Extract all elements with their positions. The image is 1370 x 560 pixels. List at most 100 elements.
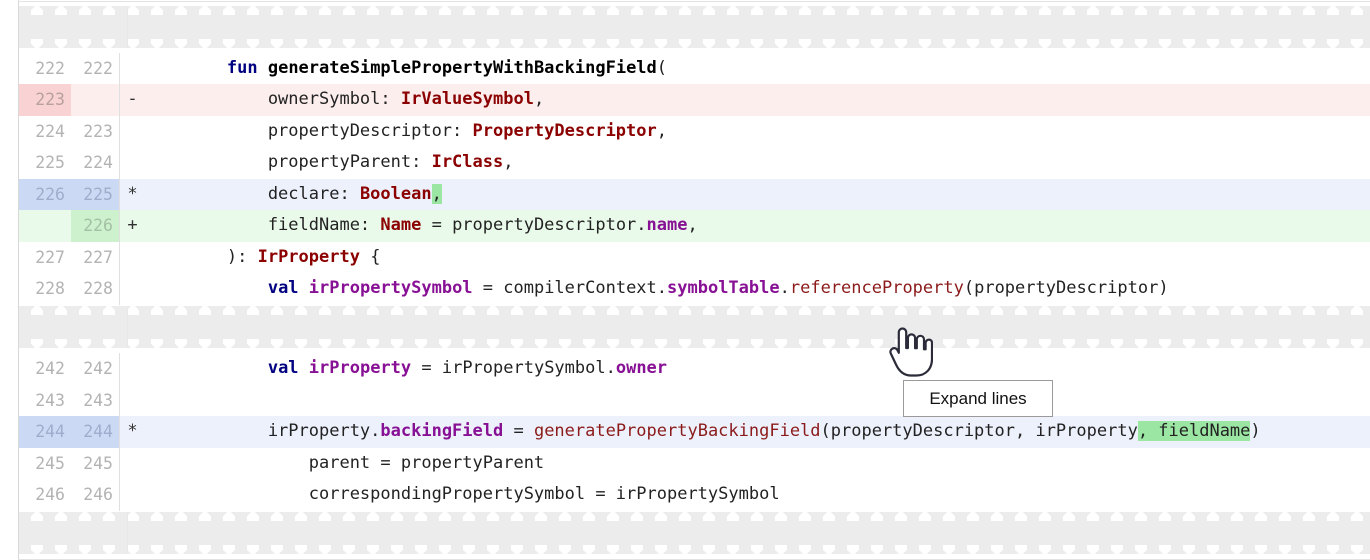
old-line-number: 242	[35, 359, 65, 378]
code-token: Name	[380, 215, 422, 235]
expand-lines-separator[interactable]	[19, 6, 1370, 48]
inline-added-token: ,	[431, 183, 442, 204]
new-line-number: 245	[83, 453, 113, 473]
code-line: fun generateSimplePropertyWithBackingFie…	[145, 53, 1370, 85]
code-line: val irProperty = irPropertySymbol.owner	[145, 353, 1370, 385]
code-token: IrValueSymbol	[400, 89, 534, 109]
diff-row[interactable]: 223 - ownerSymbol: IrValueSymbol,	[19, 84, 1370, 116]
gutter-divider	[119, 241, 120, 273]
new-line-number: 243	[83, 390, 113, 410]
code-token: Boolean	[359, 183, 432, 204]
code-token: (propertyDescriptor, irProperty	[820, 421, 1138, 441]
zigzag-bottom-edge	[19, 39, 1370, 48]
code-token: ,	[656, 120, 667, 141]
code-token: fieldName:	[145, 215, 381, 235]
code-line: val irPropertySymbol = compilerContext.s…	[145, 273, 1370, 305]
gutter-divider	[119, 353, 120, 385]
code-token: ,	[503, 152, 514, 172]
gutter-divider	[127, 512, 128, 554]
gutter-divider	[127, 6, 128, 48]
old-line-number: 222	[35, 58, 65, 78]
code-token	[145, 358, 268, 378]
diff-row[interactable]: 246 246 correspondingPropertySymbol = irP…	[19, 479, 1370, 511]
code-line: propertyParent: IrClass,	[145, 147, 1370, 179]
diff-row[interactable]: 226+ fieldName: Name = propertyDescripto…	[19, 210, 1370, 242]
code-token: = irPropertySymbol.	[411, 358, 616, 378]
code-token: )	[1250, 421, 1261, 441]
gutter-divider	[119, 115, 120, 147]
code-token: irProperty.	[145, 421, 381, 441]
diff-row[interactable]: 245 245 parent = propertyParent	[19, 447, 1370, 479]
code-line: irProperty.backingField = generateProper…	[145, 416, 1370, 448]
code-token: irProperty	[308, 358, 412, 378]
old-line-number: 244	[19, 416, 71, 448]
diff-row[interactable]: 227 227 ): IrProperty {	[19, 241, 1370, 274]
code-token: backingField	[380, 421, 504, 441]
zigzag-top-edge	[19, 306, 1370, 315]
code-token: = compilerContext.	[472, 278, 668, 298]
code-token: propertyParent:	[145, 152, 432, 172]
expand-lines-separator[interactable]	[19, 306, 1370, 348]
code-token: (propertyDescriptor)	[963, 278, 1169, 298]
code-line: declare: Boolean,	[145, 179, 1370, 211]
gutter-divider	[119, 447, 120, 479]
new-line-number: 223	[83, 121, 113, 141]
diff-row[interactable]: 228 228 val irPropertySymbol = compilerCo…	[19, 273, 1370, 305]
code-token: val	[267, 358, 309, 378]
panel-top-border	[18, 1, 1370, 2]
zigzag-bottom-edge	[19, 339, 1370, 348]
zigzag-band	[19, 15, 1370, 39]
code-token: symbolTable	[667, 278, 780, 298]
code-line: ownerSymbol: IrValueSymbol,	[145, 84, 1370, 116]
old-line-number: 245	[35, 453, 65, 473]
code-token: {	[359, 246, 381, 267]
new-line-number: 225	[71, 178, 119, 210]
gutter-divider	[119, 273, 120, 305]
code-token: referenceProperty	[789, 278, 964, 298]
code-token	[145, 278, 268, 298]
code-token: declare:	[145, 183, 360, 204]
change-marker: *	[127, 421, 138, 441]
gutter-divider	[119, 210, 120, 242]
old-line-number: 225	[35, 153, 65, 172]
new-line-number: 226	[71, 210, 119, 242]
gutter-divider	[119, 84, 120, 116]
code-token: owner	[615, 358, 668, 378]
change-marker: *	[127, 183, 138, 204]
old-line-number: 228	[35, 279, 65, 298]
new-line-number: 244	[71, 416, 119, 448]
code-line: propertyDescriptor: PropertyDescriptor,	[145, 116, 1370, 148]
gutter-divider	[119, 178, 120, 210]
code-token: correspondingPropertySymbol = irProperty…	[145, 484, 780, 504]
code-token: parent = propertyParent	[145, 452, 545, 473]
code-token: .	[779, 278, 790, 298]
old-line-number: 246	[35, 485, 65, 504]
code-token: ):	[145, 246, 258, 267]
code-token: IrProperty	[257, 246, 360, 267]
code-token: ,	[533, 89, 545, 109]
code-token: val	[267, 278, 309, 298]
expand-lines-separator[interactable]	[19, 512, 1370, 554]
code-line: correspondingPropertySymbol = irProperty…	[145, 479, 1370, 511]
old-line-number: 243	[35, 390, 65, 410]
gutter-divider	[127, 306, 128, 348]
old-line-number: 227	[35, 247, 65, 267]
new-line-number: 228	[83, 279, 113, 298]
code-token: =	[503, 421, 534, 441]
expand-lines-tooltip-label: Expand lines	[929, 388, 1027, 408]
old-line-number: 223	[19, 84, 71, 116]
code-token: ,	[687, 215, 698, 235]
new-line-number: 227	[83, 247, 113, 267]
change-marker: -	[127, 89, 138, 109]
gutter-divider	[119, 416, 120, 448]
diff-row[interactable]: 243 243	[19, 384, 1370, 416]
code-token: = propertyDescriptor.	[421, 215, 647, 235]
new-line-number: 246	[83, 485, 113, 504]
code-line: ): IrProperty {	[145, 242, 1370, 274]
